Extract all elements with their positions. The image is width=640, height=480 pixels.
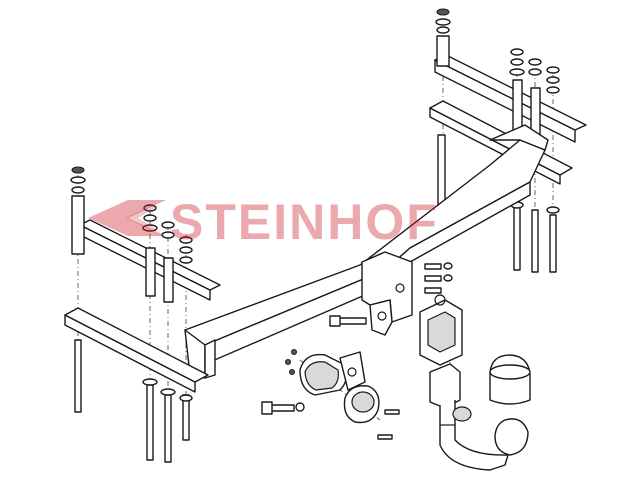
left-mounting-plate (64, 219, 221, 393)
steinhof-logo-icon (88, 200, 166, 236)
left-fasteners (70, 166, 193, 463)
tow-ball-neck (429, 363, 529, 471)
central-bracket (329, 251, 453, 336)
coupling-holder (419, 294, 463, 366)
electrical-socket-assembly (261, 349, 400, 440)
towball-cover (489, 354, 531, 405)
right-upper-fasteners (435, 8, 560, 273)
brand-watermark: STEINHOF (170, 194, 439, 250)
